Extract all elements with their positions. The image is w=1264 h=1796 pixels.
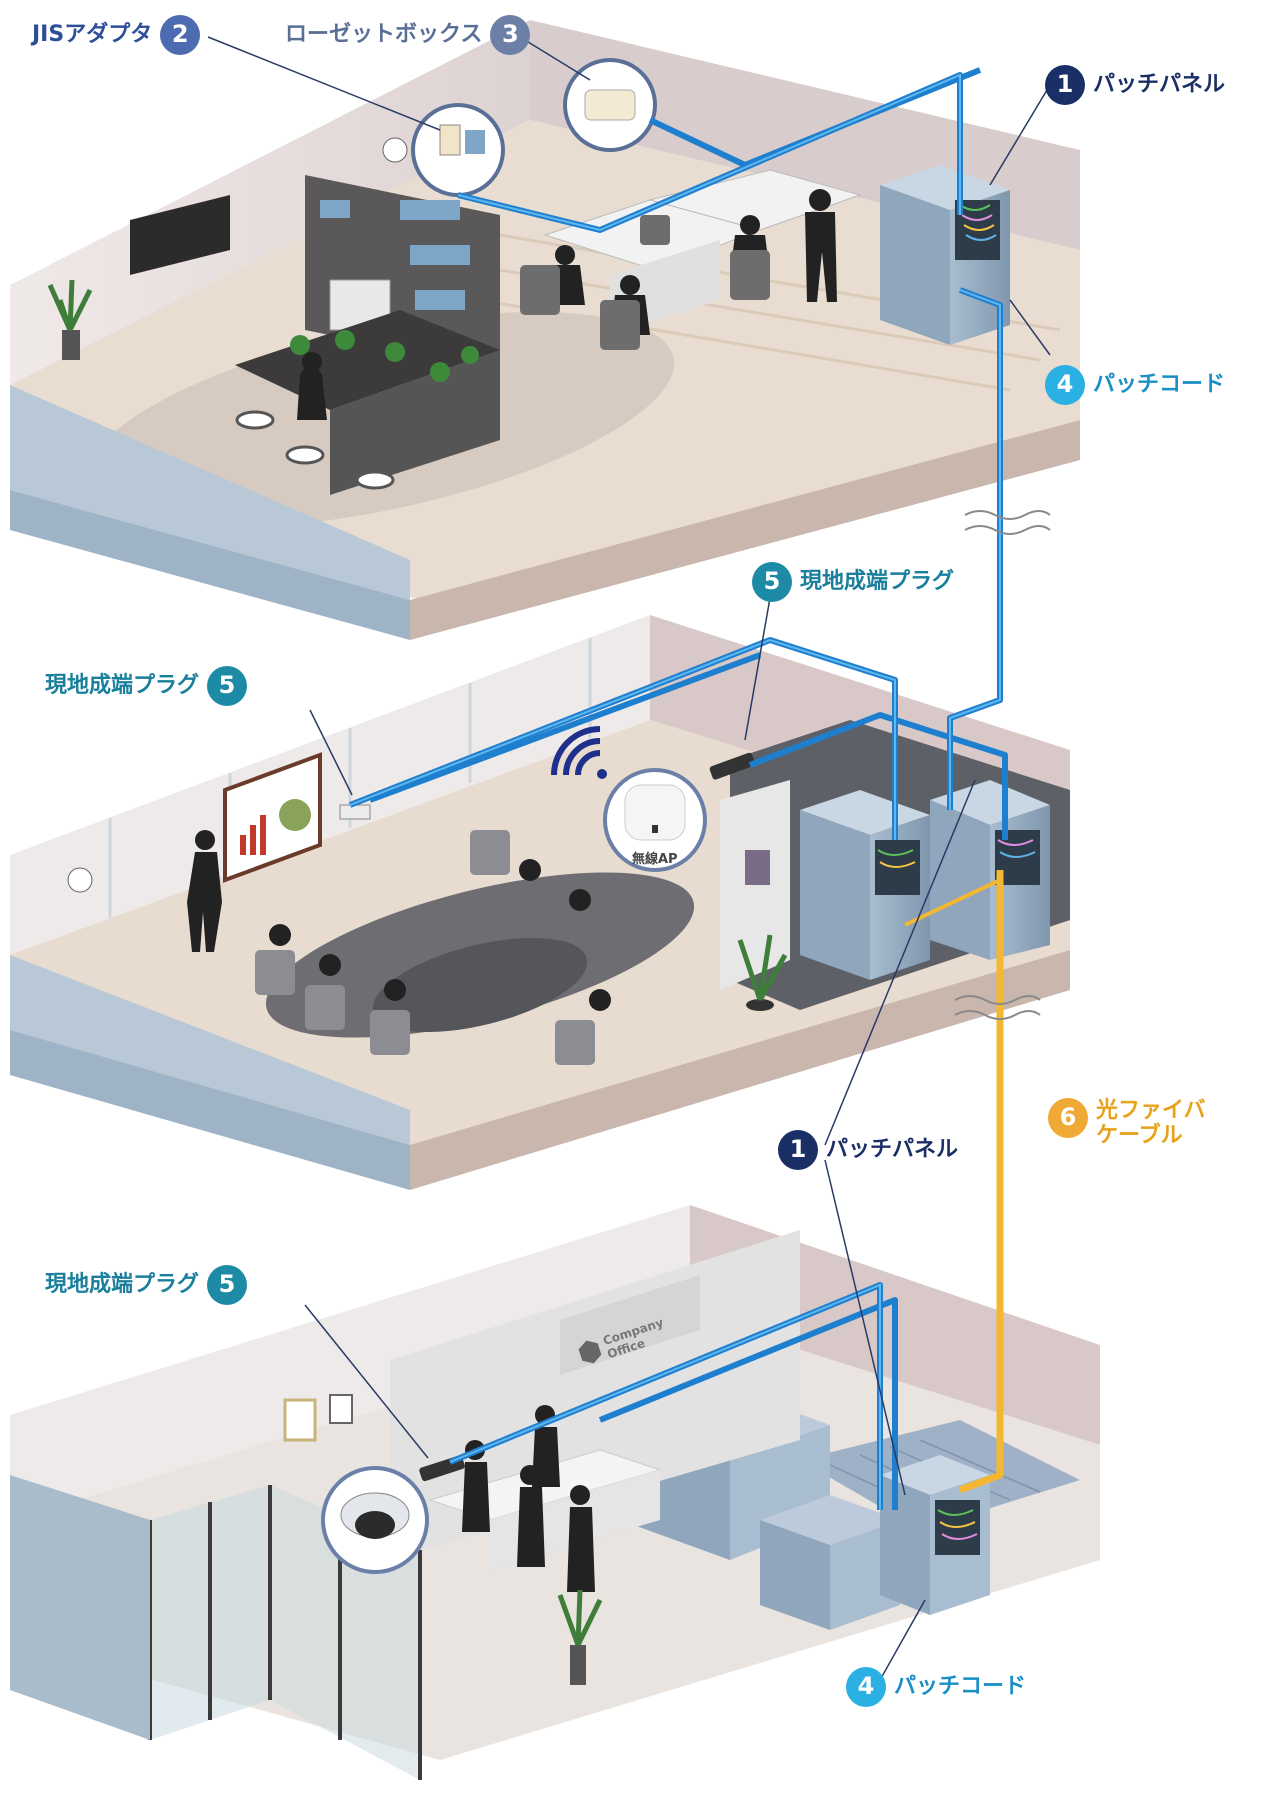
label-field-plug-bottom: 現地成端プラグ 5 bbox=[45, 1265, 248, 1305]
floor-1-office bbox=[10, 20, 1080, 640]
label-patch-cord-top: 4 パッチコード bbox=[1045, 365, 1225, 405]
badge-1: 1 bbox=[778, 1130, 818, 1170]
badge-2: 2 bbox=[160, 15, 201, 55]
label-field-plug-mid-right: 5 現地成端プラグ bbox=[752, 562, 954, 602]
fiber-cable bbox=[958, 870, 1004, 1494]
label-fiber-cable: 6 光ファイバ ケーブル bbox=[1048, 1098, 1206, 1149]
badge-6: 6 bbox=[1048, 1098, 1088, 1138]
badge-4: 4 bbox=[846, 1667, 886, 1707]
floor-2-meeting bbox=[10, 615, 1070, 1190]
break-marks bbox=[954, 510, 1051, 1020]
wifi-icon bbox=[551, 726, 601, 776]
badge-1: 1 bbox=[1045, 65, 1085, 105]
label-patch-panel-top: 1 パッチパネル bbox=[1045, 65, 1225, 105]
rack-top bbox=[880, 165, 1010, 345]
badge-5: 5 bbox=[207, 666, 248, 706]
rack-mid bbox=[800, 780, 1050, 980]
badge-5: 5 bbox=[207, 1265, 248, 1305]
wireless-ap-label: 無線AP bbox=[632, 852, 678, 867]
label-patch-panel-mid: 1 パッチパネル bbox=[778, 1130, 958, 1170]
label-field-plug-mid-left: 現地成端プラグ 5 bbox=[45, 666, 248, 706]
leader-lines bbox=[207, 36, 1051, 1681]
badge-4: 4 bbox=[1045, 365, 1085, 405]
badge-3: 3 bbox=[490, 15, 531, 55]
label-patch-cord-bottom: 4 パッチコード bbox=[846, 1667, 1026, 1707]
label-rosette-box: ローゼットボックス 3 bbox=[285, 15, 531, 55]
label-jis-adapter: JISアダプタ 2 bbox=[32, 15, 201, 55]
badge-5: 5 bbox=[752, 562, 792, 602]
